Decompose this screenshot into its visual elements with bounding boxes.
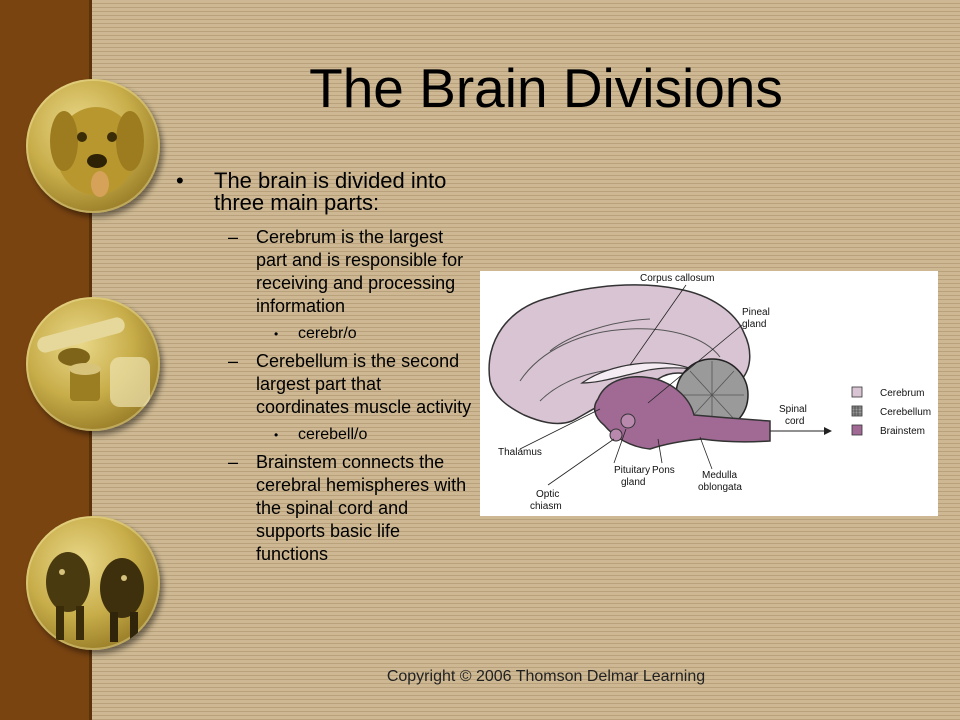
dash-icon: – — [228, 452, 239, 472]
list-item: • cerebr/o — [176, 324, 476, 344]
label-medulla-2: oblongata — [698, 482, 742, 493]
bullet-brainstem-text: Brainstem connects the cerebral hemisphe… — [256, 452, 467, 564]
list-item: • cerebell/o — [176, 425, 476, 445]
label-medulla-1: Medulla — [702, 470, 737, 481]
list-item: – Cerebrum is the largest part and is re… — [176, 226, 476, 318]
label-corpus-callosum: Corpus callosum — [640, 273, 714, 284]
brain-diagram-svg: Corpus callosum Pineal gland Spinal cord… — [488, 273, 931, 512]
bullet-cerebellum-root: cerebell/o — [298, 426, 368, 443]
dog-medallion-icon — [26, 79, 160, 213]
dash-icon: – — [228, 351, 239, 371]
bullet-dot-icon: • — [274, 327, 279, 341]
bullet-cerebrum-root: cerebr/o — [298, 325, 357, 342]
label-optic-2: chiasm — [530, 501, 562, 512]
label-pituitary-1: Pituitary — [614, 465, 650, 476]
list-item: – Cerebellum is the second largest part … — [176, 350, 476, 419]
lab-equipment-medallion-icon — [26, 297, 160, 431]
bullet-list: • The brain is divided into three main p… — [176, 170, 476, 566]
label-pituitary-2: gland — [621, 477, 645, 488]
label-optic-1: Optic — [536, 489, 559, 500]
bullet-dot-icon: • — [274, 428, 279, 442]
list-item: • The brain is divided into three main p… — [176, 170, 484, 214]
bullet-main-text: The brain is divided into three main par… — [214, 168, 447, 215]
bullet-cerebellum-text: Cerebellum is the second largest part th… — [256, 351, 472, 417]
brainstem-region — [593, 376, 771, 450]
label-pineal-2: gland — [742, 319, 766, 330]
label-pineal-1: Pineal — [742, 307, 770, 318]
label-spinal-1: Spinal — [779, 404, 807, 415]
label-thalamus: Thalamus — [498, 447, 542, 458]
label-pons: Pons — [652, 465, 675, 476]
list-item: – Brainstem connects the cerebral hemisp… — [176, 451, 476, 566]
bullet-cerebrum-text: Cerebrum is the largest part and is resp… — [256, 227, 464, 316]
dash-icon: – — [228, 227, 239, 247]
legend-cerebrum: Cerebrum — [880, 388, 924, 399]
page-title: The Brain Divisions — [309, 57, 783, 119]
legend-swatch-cerebrum — [851, 386, 863, 398]
legend-brainstem: Brainstem — [880, 426, 925, 437]
label-spinal-2: cord — [785, 416, 804, 427]
brain-diagram: Corpus callosum Pineal gland Spinal cord… — [480, 271, 938, 516]
legend-swatch-brainstem — [851, 424, 863, 436]
cattle-medallion-icon — [26, 516, 160, 650]
copyright-footer: Copyright © 2006 Thomson Delmar Learning — [386, 668, 706, 685]
bullet-dot-icon: • — [176, 168, 184, 193]
legend-cerebellum: Cerebellum — [880, 407, 931, 418]
